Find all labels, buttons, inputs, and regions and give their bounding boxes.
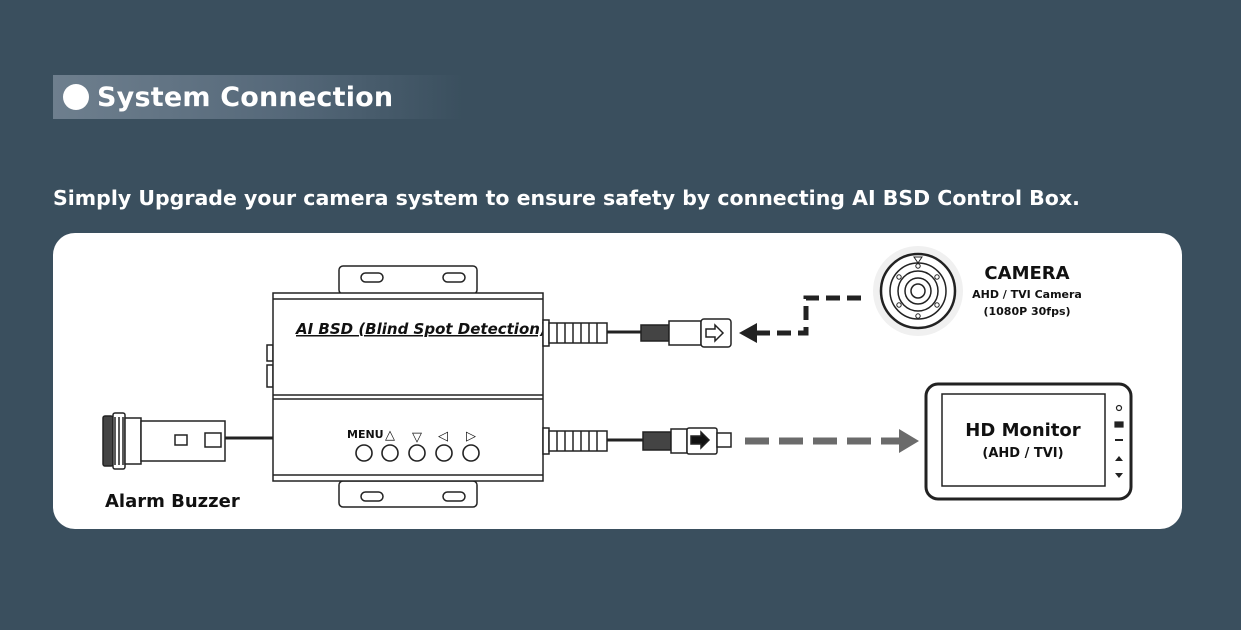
- monitor-output-cable-icon: [542, 427, 732, 455]
- hd-monitor-icon: [924, 382, 1133, 501]
- camera-signal-arrow-icon: [739, 295, 861, 343]
- down-button: [408, 444, 426, 462]
- alarm-buzzer-label: Alarm Buzzer: [105, 491, 240, 512]
- bullet-dot-icon: [63, 84, 89, 110]
- monitor-title: HD Monitor: [965, 420, 1081, 441]
- up-button: [381, 444, 399, 462]
- down-button-label: ▽: [412, 430, 422, 445]
- monitor-signal-arrow-icon: [745, 429, 919, 453]
- connection-diagram-panel: Alarm Buzzer AI BSD (Blind Spot Detectio…: [53, 233, 1182, 529]
- camera-icon: [873, 246, 963, 336]
- right-button: [462, 444, 480, 462]
- camera-type: AHD / TVI Camera: [972, 288, 1082, 301]
- intro-text: Simply Upgrade your camera system to ens…: [53, 186, 1080, 210]
- menu-button-label: MENU: [347, 428, 384, 441]
- connection-diagram: Alarm Buzzer AI BSD (Blind Spot Detectio…: [102, 246, 1133, 512]
- camera-title: CAMERA: [984, 263, 1069, 284]
- control-box-label: AI BSD (Blind Spot Detection): [295, 320, 547, 338]
- section-header: System Connection: [53, 75, 463, 119]
- monitor-subtitle: (AHD / TVI): [982, 446, 1063, 461]
- camera-resolution: (1080P 30fps): [983, 305, 1070, 318]
- camera-input-cable-icon: [542, 318, 732, 348]
- left-button: [435, 444, 453, 462]
- up-button-label: △: [385, 428, 395, 443]
- section-title: System Connection: [97, 81, 394, 113]
- control-box-icon: [266, 265, 544, 508]
- right-button-label: ▷: [466, 429, 476, 444]
- alarm-buzzer-icon: [102, 412, 273, 470]
- menu-button: [355, 444, 373, 462]
- left-button-label: ◁: [438, 429, 448, 444]
